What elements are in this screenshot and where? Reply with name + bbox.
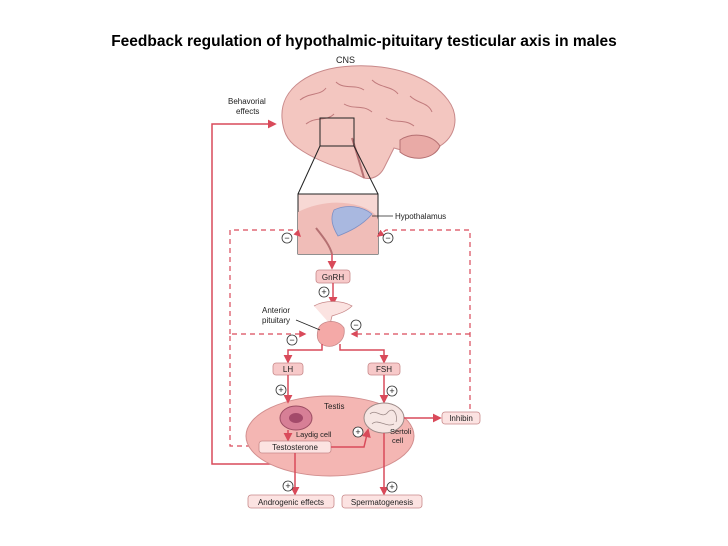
svg-text:LH: LH — [283, 365, 293, 374]
plus-sign: + — [352, 426, 364, 438]
testosterone-box: Testosterone — [258, 440, 332, 454]
arrow-testosterone-to-sertoli — [331, 428, 371, 448]
arrow-pituitary-to-lh — [283, 344, 323, 364]
svg-text:GnRH: GnRH — [322, 273, 344, 282]
lh-box: LH — [272, 362, 304, 376]
androgenic-box: Androgenic effects — [247, 494, 335, 509]
svg-text:+: + — [285, 481, 290, 491]
anterior-label-line2: pituitary — [262, 316, 290, 325]
svg-text:+: + — [355, 427, 360, 437]
plus-sign: + — [275, 384, 287, 396]
svg-text:−: − — [353, 320, 358, 330]
plus-sign: + — [282, 480, 294, 492]
sertoli-label-line2: cell — [392, 436, 404, 445]
diagram-title: Feedback regulation of hypothalmic-pitui… — [111, 33, 617, 50]
svg-text:+: + — [389, 482, 394, 492]
brain-illustration — [281, 65, 456, 179]
svg-text:FSH: FSH — [376, 365, 392, 374]
cns-label: CNS — [336, 55, 355, 65]
minus-sign: − — [281, 232, 293, 244]
minus-sign: − — [286, 334, 298, 346]
pituitary-leader — [295, 319, 321, 331]
spermatogenesis-box: Spermatogenesis — [341, 494, 423, 509]
svg-text:Testosterone: Testosterone — [272, 443, 318, 452]
dashed-testosterone-to-hypothalamus — [229, 229, 302, 334]
plus-sign: + — [318, 286, 330, 298]
svg-text:+: + — [321, 287, 326, 297]
sertoli-label-line1: Sertoli — [390, 427, 412, 436]
gnrh-box: GnRH — [315, 269, 351, 284]
leydig-label: Laydig cell — [296, 430, 332, 439]
dashed-inhibin-to-hypothalamus — [376, 229, 471, 418]
minus-sign: − — [350, 319, 362, 331]
svg-text:−: − — [284, 233, 289, 243]
dashed-testosterone-to-pituitary — [229, 330, 307, 447]
arrow-pituitary-to-fsh — [339, 344, 389, 364]
svg-text:−: − — [385, 233, 390, 243]
hypothalamus-label: Hypothalamus — [395, 212, 446, 221]
svg-text:+: + — [278, 385, 283, 395]
minus-sign: − — [382, 232, 394, 244]
inhibin-box: Inhibin — [441, 411, 481, 425]
plus-sign: + — [386, 385, 398, 397]
svg-text:−: − — [289, 335, 294, 345]
behavioral-label-line1: Behavorial — [228, 97, 266, 106]
zoom-box — [319, 117, 355, 147]
svg-text:Inhibin: Inhibin — [449, 414, 473, 423]
fsh-box: FSH — [367, 362, 401, 376]
arrow-testosterone-to-behavior — [211, 119, 292, 465]
pituitary-illustration — [313, 301, 353, 347]
anterior-label-line1: Anterior — [262, 306, 290, 315]
zoom-line-left — [297, 145, 321, 195]
svg-text:Spermatogenesis: Spermatogenesis — [351, 498, 413, 507]
svg-text:+: + — [389, 386, 394, 396]
hypothalamus-panel — [297, 193, 379, 255]
plus-sign: + — [386, 481, 398, 493]
testis-label: Testis — [324, 402, 344, 411]
behavioral-label-line2: effects — [236, 107, 259, 116]
zoom-line-right — [353, 145, 379, 195]
leydig-cell — [279, 405, 313, 431]
svg-text:Androgenic effects: Androgenic effects — [258, 498, 324, 507]
